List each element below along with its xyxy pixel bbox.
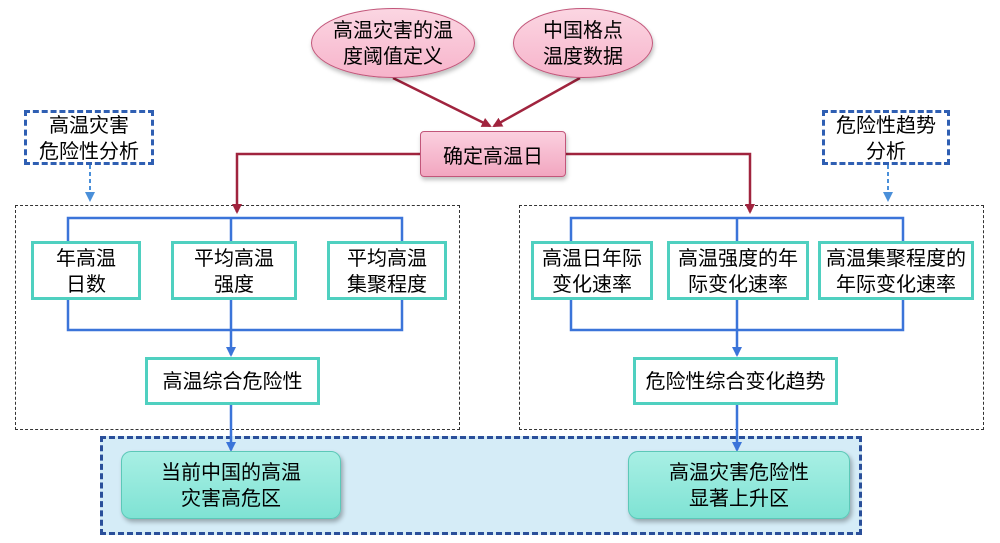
left-result-node: 当前中国的高温 灾害高危区 — [121, 451, 341, 519]
left-header-label: 高温灾害 危险性分析 — [39, 112, 139, 163]
left-result-label: 当前中国的高温 灾害高危区 — [161, 460, 301, 510]
right-combined-node: 危险性综合变化趋势 — [633, 357, 838, 405]
center-node: 确定高温日 — [420, 131, 566, 177]
arrow-center-to-left — [232, 152, 420, 214]
left-indicator-3-label: 平均高温 集聚程度 — [347, 245, 427, 296]
right-indicator-3-label: 高温集聚程度的 年际变化速率 — [826, 245, 966, 296]
right-combined-label: 危险性综合变化趋势 — [645, 369, 826, 393]
right-indicator-1: 高温日年际 变化速率 — [531, 241, 653, 300]
arrow-grid-to-center — [492, 76, 581, 128]
left-header-node: 高温灾害 危险性分析 — [24, 110, 154, 165]
left-combined-label: 高温综合危险性 — [162, 369, 303, 393]
right-indicator-1-label: 高温日年际 变化速率 — [542, 245, 642, 296]
threshold-definition-node: 高温灾害的温 度阈值定义 — [311, 8, 475, 78]
arrow-center-to-right — [566, 152, 755, 214]
right-result-label: 高温灾害危险性 显著上升区 — [669, 460, 809, 510]
arrow-threshold-to-center — [392, 76, 492, 128]
right-result-node: 高温灾害危险性 显著上升区 — [628, 451, 850, 519]
grid-data-label: 中国格点 温度数据 — [543, 18, 623, 68]
right-indicator-2: 高温强度的年 际变化速率 — [667, 241, 809, 300]
left-bottom-bracket — [66, 300, 404, 332]
left-combined-node: 高温综合危险性 — [145, 357, 320, 405]
threshold-definition-label: 高温灾害的温 度阈值定义 — [333, 18, 453, 68]
grid-data-node: 中国格点 温度数据 — [513, 8, 653, 78]
right-indicator-3: 高温集聚程度的 年际变化速率 — [818, 241, 974, 300]
left-indicator-1: 年高温 日数 — [31, 241, 141, 300]
left-indicator-2: 平均高温 强度 — [171, 241, 297, 300]
right-header-node: 危险性趋势 分析 — [822, 110, 950, 165]
right-header-label: 危险性趋势 分析 — [836, 112, 936, 163]
left-indicator-1-label: 年高温 日数 — [56, 245, 116, 296]
right-indicator-2-label: 高温强度的年 际变化速率 — [678, 245, 798, 296]
left-indicator-2-label: 平均高温 强度 — [194, 245, 274, 296]
center-node-label: 确定高温日 — [443, 143, 543, 168]
left-indicator-3: 平均高温 集聚程度 — [327, 241, 447, 300]
left-top-bracket — [66, 216, 404, 241]
